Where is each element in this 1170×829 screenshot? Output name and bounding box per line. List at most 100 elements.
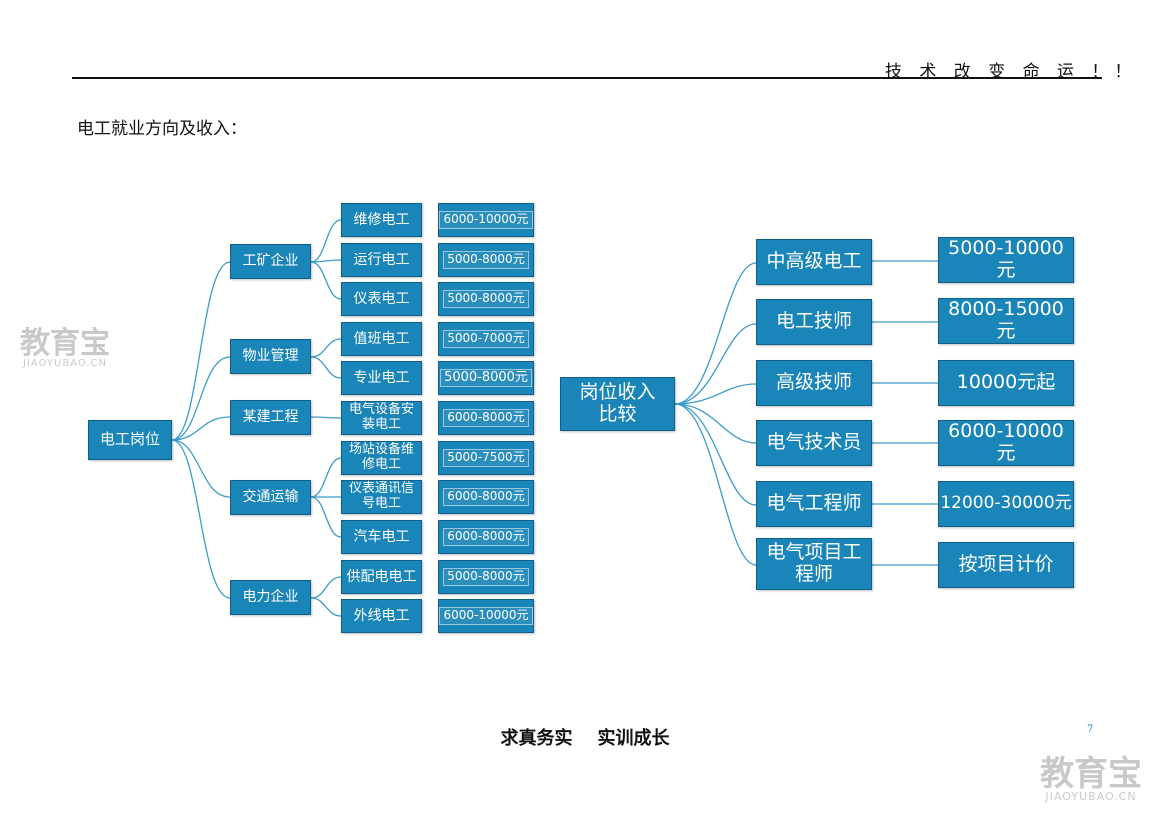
watermark-cn: 教育宝 [1040,754,1142,794]
position-label: 中高级电工 [766,250,862,273]
salary-label: 5000-8000元 [440,368,532,388]
connector-group2-job2 [310,356,342,379]
job-box: 仪表电工 [341,282,422,316]
salary-box: 6000-8000元 [438,480,534,514]
income-box: 10000元起 [938,360,1074,406]
right-root-label: 岗位收入比较 [579,381,656,425]
connector-group3-job1 [310,416,342,419]
salary-label: 5000-7500元 [443,449,529,467]
connector-group5-job1 [310,576,342,599]
income-box: 5000-10000元 [938,237,1074,283]
salary-label: 6000-10000元 [439,607,533,625]
salary-box: 5000-8000元 [438,243,534,277]
job-box: 专业电工 [341,361,422,395]
job-box: 汽车电工 [341,520,422,554]
group-box: 电力企业 [230,580,311,615]
connector-root-group1 [171,261,231,441]
connector-root-group5 [171,439,231,599]
position-label: 电气技术员 [766,431,862,454]
connector-right-item3 [674,383,757,405]
income-label: 5000-10000元 [948,237,1064,281]
connector-right-item6 [674,403,757,566]
job-label: 电气设备安装电工 [348,402,414,432]
header-rule [72,77,1102,79]
income-label: 按项目计价 [958,553,1054,576]
salary-box: 6000-10000元 [438,203,534,237]
connector-group1-job1 [310,219,342,263]
position-box: 电气技术员 [756,420,872,466]
salary-label: 5000-8000元 [443,251,529,269]
group-label: 物业管理 [242,348,299,365]
watermark-en: JIAOYUBAO.CN [1045,790,1137,803]
group-box: 物业管理 [230,339,311,374]
connector-right-item4 [674,403,757,444]
salary-box: 5000-8000元 [438,282,534,316]
job-label: 专业电工 [353,369,410,386]
section-heading: 电工就业方向及收入： [77,119,247,139]
salary-box: 5000-7000元 [438,322,534,356]
salary-box: 5000-8000元 [438,361,534,395]
connector-group1-job2 [310,259,342,263]
job-label: 汽车电工 [353,528,410,545]
connector-right-item1 [674,262,757,405]
watermark-logo-left: 教育宝 JIAOYUBAO.CN [20,329,110,369]
connector-group5-job2 [310,597,342,617]
job-label: 供配电电工 [346,568,417,585]
salary-box: 5000-7500元 [438,441,534,475]
position-label: 电气工程师 [766,492,862,515]
salary-box: 6000-8000元 [438,401,534,435]
salary-box: 6000-10000元 [438,599,534,633]
income-box: 6000-10000元 [938,420,1074,466]
group-label: 某建工程 [242,409,299,426]
job-label: 运行电工 [353,251,410,268]
group-label: 交通运输 [242,489,299,506]
job-box: 仪表通讯信号电工 [341,480,422,514]
position-box: 电气项目工程师 [756,538,872,590]
income-label: 12000-30000元 [940,493,1072,514]
salary-label: 6000-8000元 [443,528,529,546]
salary-label: 5000-8000元 [443,568,529,586]
job-label: 场站设备维修电工 [348,442,414,472]
footer-motto: 求真务实 实训成长 [500,728,670,749]
salary-label: 5000-8000元 [443,290,529,308]
job-box: 供配电电工 [341,560,422,594]
position-box: 中高级电工 [756,239,872,285]
salary-label: 6000-10000元 [439,211,533,229]
page-number: 7 [1087,724,1094,735]
right-root-box: 岗位收入比较 [560,377,675,431]
left-root-box: 电工岗位 [88,420,172,460]
job-label: 维修电工 [353,211,410,228]
job-label: 外线电工 [353,607,410,624]
income-label: 8000-15000元 [948,298,1064,342]
group-box: 交通运输 [230,480,311,515]
income-label: 6000-10000元 [948,420,1064,464]
left-root-label: 电工岗位 [99,430,160,449]
job-box: 维修电工 [341,203,422,237]
position-label: 高级技师 [775,371,852,394]
connector-group1-job3 [310,261,342,300]
position-box: 高级技师 [756,360,872,406]
group-box: 某建工程 [230,400,311,435]
watermark-logo-right: 教育宝 JIAOYUBAO.CN [1040,757,1142,802]
job-label: 值班电工 [353,330,410,347]
salary-box: 5000-8000元 [438,560,534,594]
group-label: 电力企业 [242,589,299,606]
group-label: 工矿企业 [242,253,299,270]
salary-label: 5000-7000元 [443,330,529,348]
income-label: 10000元起 [956,371,1056,394]
watermark-cn: 教育宝 [20,326,110,361]
salary-label: 6000-8000元 [443,488,529,506]
connector-right-item5 [674,403,757,506]
connector-group4-job1 [310,457,342,498]
salary-label: 6000-8000元 [443,409,529,427]
connector-group4-job3 [310,496,342,538]
connector-root-group2 [171,356,231,441]
income-box: 按项目计价 [938,542,1074,588]
position-label: 电工技师 [775,310,852,333]
position-box: 电气工程师 [756,481,872,527]
position-label: 电气项目工程师 [766,541,862,585]
group-box: 工矿企业 [230,244,311,279]
job-label: 仪表通讯信号电工 [348,481,414,511]
connector-root-group3 [171,416,231,441]
